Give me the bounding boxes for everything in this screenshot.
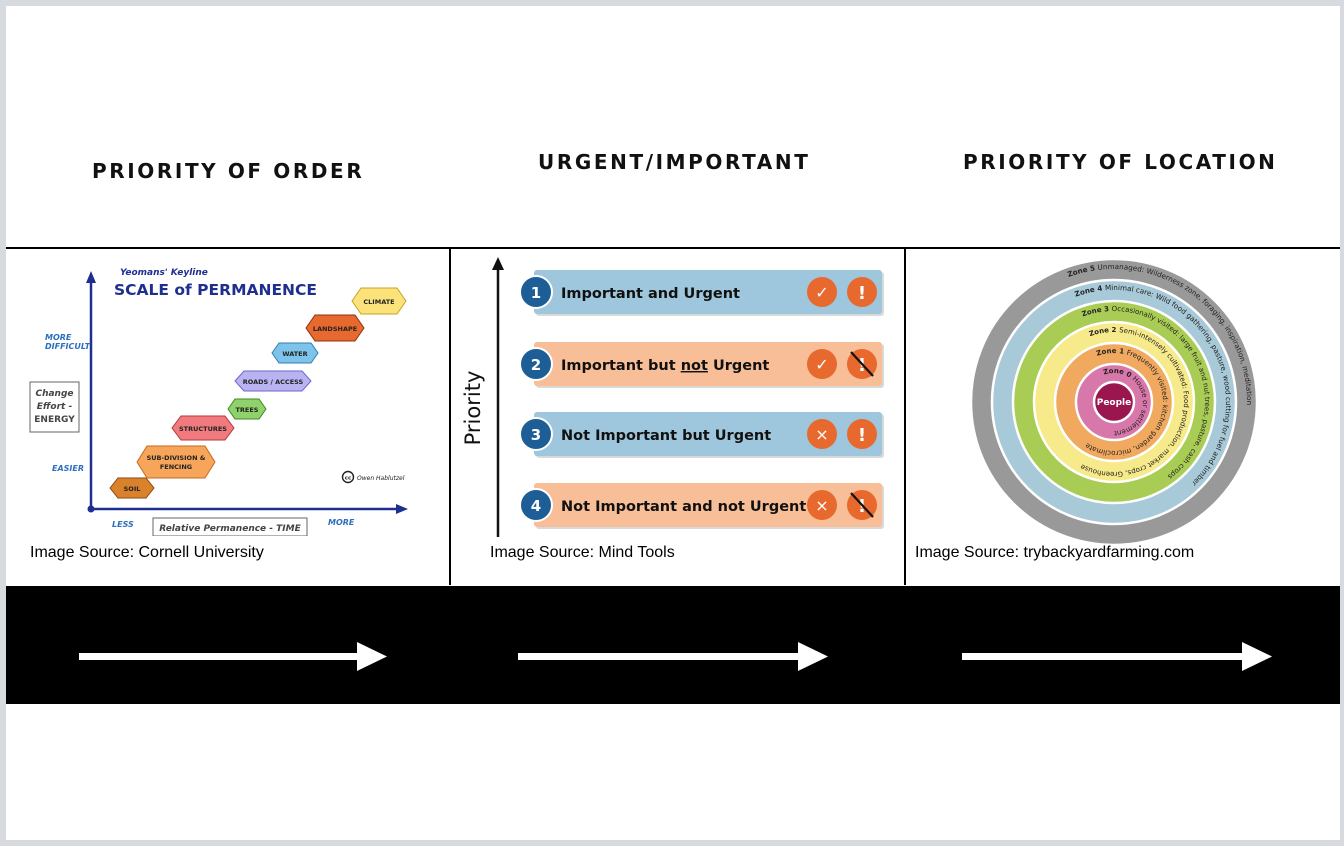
source-mind-tools: Image Source: Mind Tools — [490, 544, 675, 561]
y-box-line-2: Effort - — [37, 402, 73, 412]
x-label-more: MORE — [328, 518, 355, 527]
scale-of-permanence-diagram: Yeomans' Keyline SCALE of PERMANENCE MOR… — [29, 268, 408, 536]
step-climate: CLIMATE — [351, 287, 407, 315]
svg-text:STRUCTURES: STRUCTURES — [179, 425, 227, 433]
svg-text:!: ! — [858, 425, 866, 446]
number-label: 3 — [531, 426, 541, 444]
y-axis-box — [29, 381, 80, 433]
number-label: 2 — [531, 356, 541, 374]
y-label-easier: EASIER — [52, 464, 84, 473]
scale-credit: Owen Hablutzel — [357, 475, 405, 482]
step-trees: TREES — [227, 398, 267, 420]
number-badge — [519, 488, 553, 522]
step-structures: STRUCTURES — [171, 415, 235, 441]
center-label: People — [1097, 398, 1132, 408]
svg-text:LANDSHAPE: LANDSHAPE — [313, 325, 357, 333]
number-badge — [519, 417, 553, 451]
svg-text:!: ! — [858, 283, 866, 304]
check-icon — [807, 349, 837, 379]
x-axis — [91, 504, 408, 514]
priority-axis-label: Priority — [461, 371, 485, 446]
matrix-label: Not Important and not Urgent — [561, 499, 806, 515]
column-divider-1 — [449, 248, 451, 585]
x-box-label: Relative Permanence - TIME — [159, 524, 301, 534]
scale-subtitle: Yeomans' Keyline — [120, 268, 208, 278]
x-label-less: LESS — [112, 520, 134, 529]
exclamation-icon — [847, 419, 877, 449]
arrow-right-icon — [962, 642, 1272, 671]
svg-text:✓: ✓ — [815, 355, 828, 374]
matrix-label: Not Important but Urgent — [561, 428, 771, 444]
svg-text:ROADS / ACCESS: ROADS / ACCESS — [243, 378, 304, 386]
svg-text:×: × — [815, 496, 828, 515]
svg-text:WATER: WATER — [282, 350, 307, 358]
number-badge — [519, 275, 553, 309]
matrix-row: 3 Not Important but Urgent ×! — [519, 412, 884, 458]
scale-title: SCALE of PERMANENCE — [114, 281, 317, 299]
step-landshape: LANDSHAPE — [305, 314, 365, 342]
svg-text:SOIL: SOIL — [124, 485, 141, 493]
svg-text:cc: cc — [345, 476, 352, 482]
number-label: 1 — [531, 284, 541, 302]
arrow-right-icon — [518, 642, 828, 671]
exclamation-icon — [847, 277, 877, 307]
svg-text:FENCING: FENCING — [160, 463, 192, 471]
matrix-row: 1 Important and Urgent ✓! — [519, 270, 884, 316]
title-priority-of-order: PRIORITY OF ORDER — [92, 159, 365, 183]
check-icon — [807, 277, 837, 307]
y-box-line-3: ENERGY — [34, 415, 75, 425]
title-priority-of-location: PRIORITY OF LOCATION — [963, 150, 1278, 174]
source-cornell: Image Source: Cornell University — [30, 544, 264, 561]
priority-axis — [492, 257, 504, 537]
cross-icon — [807, 419, 837, 449]
svg-text:×: × — [815, 425, 828, 444]
column-divider-2 — [904, 248, 906, 585]
svg-text:CLIMATE: CLIMATE — [363, 298, 394, 306]
urgent-important-matrix: Priority 1 Important and Urgent ✓! 2 Importa… — [461, 257, 884, 537]
step-roads-access: ROADS / ACCESS — [234, 370, 312, 392]
arrow-right-icon — [79, 642, 387, 671]
number-badge — [519, 347, 553, 381]
credit-cc-icon: cc — [341, 470, 355, 484]
slide: PRIORITY OF ORDER URGENT/IMPORTANT PRIOR… — [6, 6, 1340, 840]
number-label: 4 — [531, 497, 541, 515]
svg-text:SUB-DIVISION &: SUB-DIVISION & — [147, 454, 206, 462]
y-label-difficult: DIFFICULT — [45, 342, 91, 351]
source-trybackyardfarming: Image Source: trybackyardfarming.com — [915, 544, 1195, 561]
step-soil: SOIL — [109, 477, 155, 499]
y-axis — [86, 271, 96, 510]
svg-text:TREES: TREES — [235, 406, 258, 414]
arrow-band — [6, 586, 1340, 704]
table-top-border — [6, 247, 1340, 249]
center-circle — [1092, 380, 1136, 424]
matrix-label: Important and Urgent — [561, 286, 740, 302]
matrix-label: Important but not Urgent — [561, 358, 769, 374]
step-sub-division-fencing: SUB-DIVISION & FENCING — [136, 445, 216, 479]
x-axis-box — [152, 517, 308, 536]
title-urgent-important: URGENT/IMPORTANT — [538, 150, 811, 174]
svg-text:✓: ✓ — [815, 283, 828, 302]
y-box-line-1: Change — [35, 389, 73, 399]
cross-icon — [807, 490, 837, 520]
step-water: WATER — [271, 342, 319, 364]
y-label-more: MORE — [45, 333, 72, 342]
